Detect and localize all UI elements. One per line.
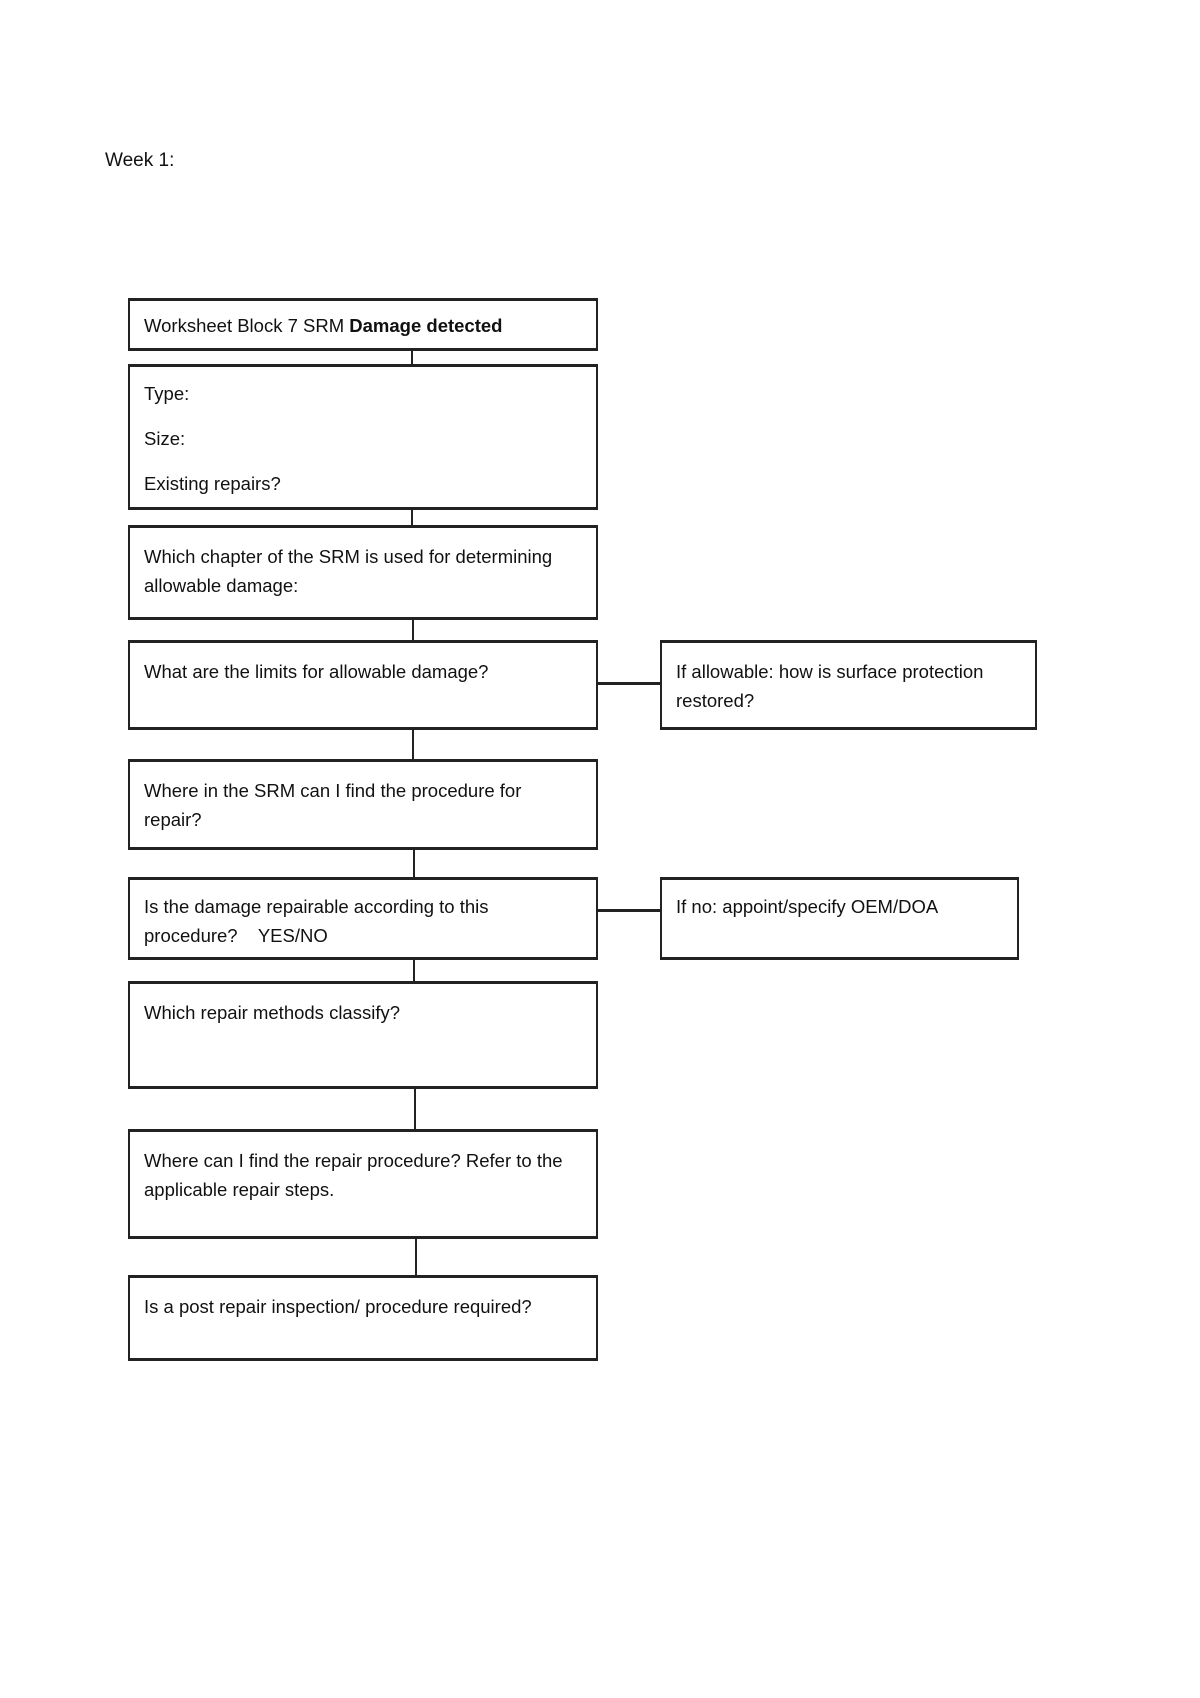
title-box: Worksheet Block 7 SRM Damage detected <box>128 298 598 351</box>
size-field: Size: <box>144 428 186 449</box>
step-text: Where in the SRM can I find the procedur… <box>144 780 522 830</box>
side-box: If allowable: how is surface protection … <box>660 640 1037 730</box>
side-text: If allowable: how is surface protection … <box>676 661 984 711</box>
connector <box>413 959 415 982</box>
page-heading: Week 1: <box>105 150 175 171</box>
connector <box>413 849 415 878</box>
step-box: What are the limits for allowable damage… <box>128 640 598 730</box>
connector <box>412 619 414 641</box>
step-text: Where can I find the repair procedure? R… <box>144 1150 563 1200</box>
side-text: If no: appoint/specify OEM/DOA <box>676 896 939 917</box>
connector <box>411 509 413 526</box>
connector <box>415 1238 417 1276</box>
step-text: Which repair methods classify? <box>144 1002 401 1023</box>
connector <box>598 909 662 912</box>
damage-box: Type: Size: Existing repairs? <box>128 364 598 510</box>
step-text: What are the limits for allowable damage… <box>144 661 489 682</box>
connector <box>414 1088 416 1130</box>
step-box: Is the damage repairable according to th… <box>128 877 598 960</box>
type-field: Type: <box>144 383 190 404</box>
step-box: Where can I find the repair procedure? R… <box>128 1129 598 1239</box>
connector <box>598 682 660 685</box>
step-text: Is the damage repairable according to th… <box>144 896 494 946</box>
title-prefix: Worksheet Block 7 SRM <box>144 315 345 336</box>
step-box: Is a post repair inspection/ procedure r… <box>128 1275 598 1361</box>
connector <box>412 729 414 760</box>
step-box: Where in the SRM can I find the procedur… <box>128 759 598 850</box>
step-box: Which repair methods classify? <box>128 981 598 1089</box>
existing-repairs-field: Existing repairs? <box>144 473 281 494</box>
step-text: Is a post repair inspection/ procedure r… <box>144 1296 532 1317</box>
connector <box>411 350 413 365</box>
step-box: Which chapter of the SRM is used for det… <box>128 525 598 620</box>
side-box: If no: appoint/specify OEM/DOA <box>660 877 1019 960</box>
title-bold: Damage detected <box>349 315 503 336</box>
step-text: Which chapter of the SRM is used for det… <box>144 546 553 596</box>
